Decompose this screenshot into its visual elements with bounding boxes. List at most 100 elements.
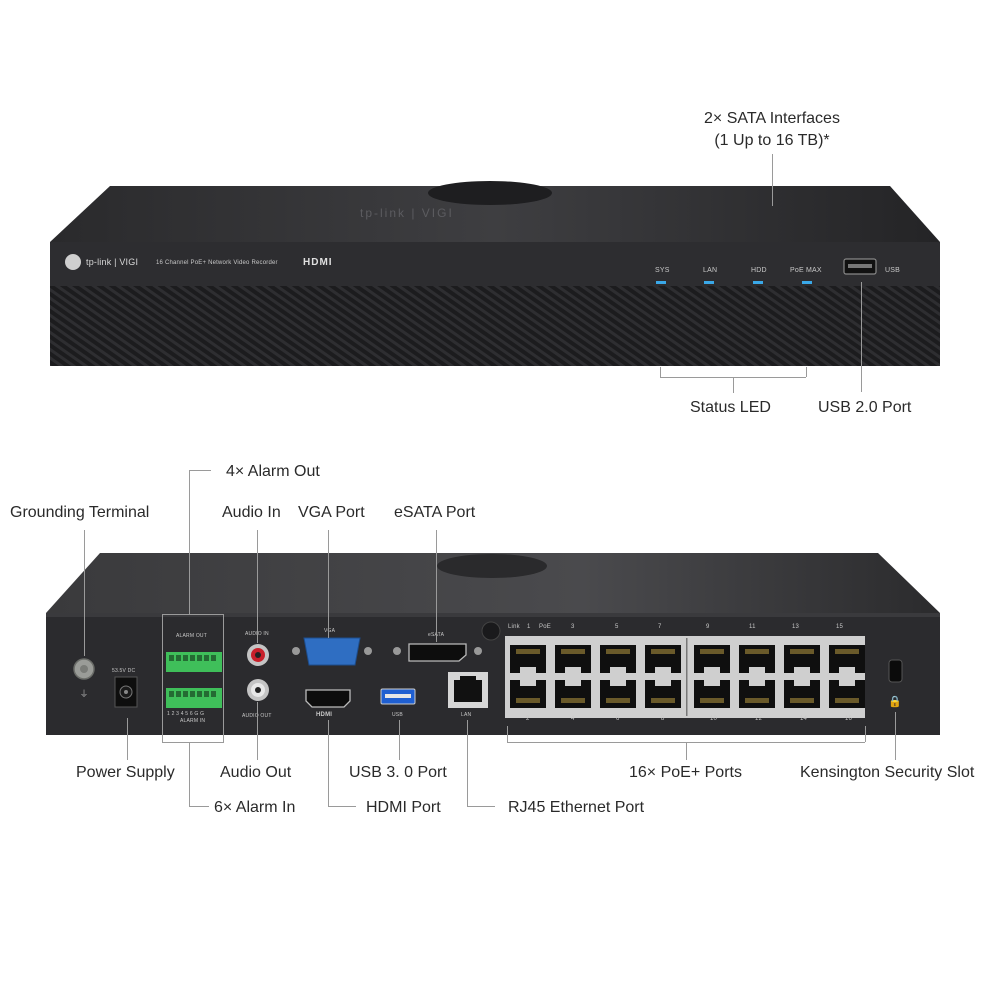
port-bottom-label: 2 (526, 716, 530, 722)
leader-alarm-in-v (189, 742, 190, 806)
leader-alarm-out-v (189, 470, 190, 614)
audio-out-label: AUDIO OUT (242, 713, 272, 719)
port-top-label: 7 (658, 624, 662, 630)
leader-poe-r (865, 726, 866, 742)
poe-port-pins (790, 649, 814, 654)
poe-port-pins (700, 698, 724, 703)
front-unit (50, 181, 940, 366)
leader-alarm-in-h (189, 806, 209, 807)
port-top-label: 9 (706, 624, 710, 630)
poe-port-pins (651, 698, 675, 703)
poe-port-notch (655, 667, 671, 673)
esata-port[interactable] (408, 643, 467, 662)
port-top-label: 3 (571, 624, 575, 630)
callout-usb30: USB 3. 0 Port (349, 764, 447, 781)
poe-port-pins (561, 698, 585, 703)
lock-icon: 🔒 (888, 695, 902, 708)
poe-port-notch (655, 680, 671, 686)
front-face-strip (50, 242, 940, 286)
leader-status-led-r (806, 367, 807, 377)
poe-port-pins (835, 698, 859, 703)
port-top-label: 11 (749, 624, 756, 630)
vga-port[interactable] (303, 637, 361, 666)
leader-usb30 (399, 720, 400, 760)
alarm-out-label: ALARM OUT (176, 633, 207, 639)
port-bottom-label: 8 (661, 716, 665, 722)
alarm-in-label: ALARM IN (180, 718, 206, 724)
leader-alarm-box-l (162, 614, 163, 742)
poe-port-pins (790, 698, 814, 703)
poe-port-notch (565, 680, 581, 686)
port-bottom-label: 12 (755, 716, 763, 722)
rear-top-recess (437, 554, 547, 578)
callout-sata: 2× SATA Interfaces (1 Up to 16 TB)* (692, 108, 852, 151)
port-bottom-label: 6 (616, 716, 620, 722)
leader-alarm-box-top (162, 614, 224, 615)
poe-port-pins (745, 649, 769, 654)
leader-power (127, 718, 128, 760)
hdmi-port[interactable] (305, 689, 351, 708)
leader-poe-l (507, 726, 508, 742)
leader-hdmi-v (328, 720, 329, 806)
poe-port-pins (561, 649, 585, 654)
poe-port-notch (704, 680, 720, 686)
poe-port-notch (565, 667, 581, 673)
poe-port-notch (839, 680, 855, 686)
port-top-label: 5 (615, 624, 619, 630)
front-top-surface (50, 186, 940, 242)
led-poe-max (802, 281, 812, 284)
poe-port-notch (839, 667, 855, 673)
front-brand: tp-link | VIGI (86, 257, 139, 267)
port-bottom-label: 14 (800, 716, 808, 722)
callout-sata-line1: 2× SATA Interfaces (704, 110, 840, 127)
front-usb-label: USB (885, 267, 900, 274)
audio-in-label: AUDIO IN (245, 631, 269, 637)
alarm-in-numbers: 1 2 3 4 5 6 G G (167, 711, 205, 717)
callout-kensington: Kensington Security Slot (800, 764, 975, 781)
poe-port-notch (610, 680, 626, 686)
front-top-logo: tp-link | VIGI (360, 206, 454, 220)
leader-alarm-out-h (189, 470, 211, 471)
poe-ports[interactable] (510, 638, 865, 716)
leader-grounding (84, 530, 85, 656)
front-model: 16 Channel PoE+ Network Video Recorder (156, 260, 278, 266)
leader-hdmi-h (328, 806, 356, 807)
callout-power: Power Supply (76, 764, 175, 781)
leader-alarm-box-bot (162, 742, 224, 743)
esata-label: eSATA (428, 632, 444, 638)
port-top-label: 13 (792, 624, 800, 630)
poe-port-pins (516, 698, 540, 703)
leader-rj45-v (467, 720, 468, 806)
poe-port-notch (749, 680, 765, 686)
led-label-hdd: HDD (751, 267, 767, 274)
leader-esata (436, 530, 437, 642)
port-bottom-label: 10 (710, 716, 718, 722)
callout-audio-out: Audio Out (220, 764, 292, 781)
usb-rear-label: USB (392, 712, 403, 718)
led-lan (704, 281, 714, 284)
leader-status-led-l (660, 367, 661, 377)
callout-grounding: Grounding Terminal (10, 504, 150, 521)
led-label-lan: LAN (703, 267, 718, 274)
led-label-poe-max: PoE MAX (790, 267, 822, 274)
port-top-label: Link (508, 624, 520, 630)
leader-usb20 (861, 282, 862, 392)
rear-screw (481, 621, 501, 641)
leader-sata (772, 154, 773, 206)
poe-port-notch (520, 680, 536, 686)
callout-esata: eSATA Port (394, 504, 476, 521)
leader-audio-out (257, 702, 258, 760)
poe-port-notch (520, 667, 536, 673)
callout-sata-line2: (1 Up to 16 TB)* (714, 131, 830, 149)
poe-port-notch (610, 667, 626, 673)
poe-port-notch (704, 667, 720, 673)
rear-unit: ⏚ (46, 553, 940, 735)
kensington-slot[interactable] (888, 659, 903, 683)
front-grille (50, 286, 940, 366)
front-hdmi-logo: HDMI (303, 257, 333, 268)
callout-vga: VGA Port (298, 504, 365, 521)
led-label-sys: SYS (655, 267, 670, 274)
callout-status-led: Status LED (690, 399, 771, 416)
alarm-terminal-block[interactable] (166, 652, 222, 708)
